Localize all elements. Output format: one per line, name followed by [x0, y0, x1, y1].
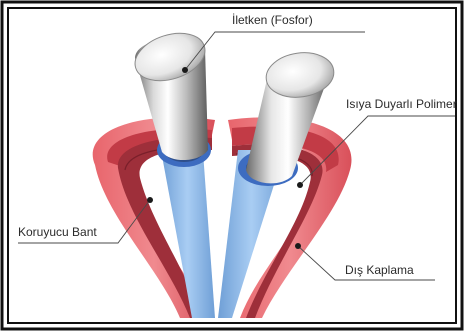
label-jacket: Dış Kaplama: [345, 263, 414, 277]
label-polymer: Isıya Duyarlı Polimer: [346, 97, 457, 111]
label-conductor: İletken (Fosfor): [232, 13, 313, 27]
dot-band: [147, 197, 153, 203]
dot-conductor: [182, 67, 188, 73]
dot-jacket: [295, 243, 301, 249]
label-band: Koruyucu Bant: [18, 225, 97, 239]
dot-polymer: [297, 182, 303, 188]
